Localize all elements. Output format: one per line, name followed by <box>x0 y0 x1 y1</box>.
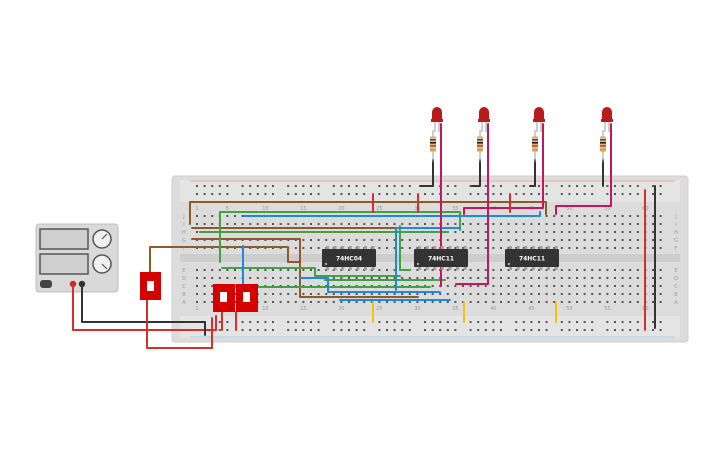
switch-2[interactable] <box>213 284 235 312</box>
row-letter: J <box>182 214 184 220</box>
row-letter: H <box>674 230 678 236</box>
wire-black-led2[interactable] <box>471 159 481 187</box>
row-letter: G <box>674 238 678 244</box>
row-letter: E <box>674 268 677 274</box>
row-letter: D <box>674 276 678 282</box>
row-letter: C <box>674 284 678 290</box>
chip-pins <box>326 246 558 270</box>
row-letter: J <box>674 214 676 220</box>
column-number: 20 <box>338 306 344 312</box>
row-letter: C <box>182 284 186 290</box>
row-letter: F <box>675 246 678 252</box>
column-number: 25 <box>376 206 382 212</box>
column-number: 55 <box>604 206 610 212</box>
power-supply[interactable] <box>35 223 119 293</box>
column-number: 40 <box>490 306 496 312</box>
wire-black-led1[interactable] <box>419 159 434 187</box>
row-letter: I <box>675 222 676 228</box>
row-letter: G <box>182 238 186 244</box>
leds <box>430 107 613 162</box>
switch-1[interactable] <box>140 272 161 300</box>
column-number: 25 <box>376 306 382 312</box>
wire-brown-1[interactable] <box>189 201 547 225</box>
supply-display-top <box>39 228 89 250</box>
breadboard-top-rail <box>180 180 680 202</box>
row-letter: A <box>182 300 186 306</box>
breadboard-bottom-rail <box>180 316 680 338</box>
wire-blue-5[interactable] <box>395 227 461 291</box>
chip-label: 74HC11 <box>519 256 545 263</box>
resistor[interactable] <box>532 130 538 162</box>
led-1[interactable] <box>431 107 443 132</box>
column-number: 55 <box>604 306 610 312</box>
wire-green-3[interactable] <box>221 267 401 277</box>
column-number: 50 <box>566 306 572 312</box>
supply-power-switch[interactable] <box>40 280 52 288</box>
column-number: 10 <box>262 206 268 212</box>
column-number: 35 <box>452 306 458 312</box>
wire-black-led3[interactable] <box>529 159 536 187</box>
row-letter: I <box>183 222 184 228</box>
row-letter: H <box>182 230 186 236</box>
column-number: 5 <box>226 206 229 212</box>
led-3[interactable] <box>533 107 545 132</box>
chip-74hc11-a[interactable]: 74HC11 <box>414 249 468 267</box>
wire-pink-led3[interactable] <box>463 123 544 215</box>
supply-display-bottom <box>39 253 89 275</box>
column-number: 35 <box>452 206 458 212</box>
wires <box>72 123 656 349</box>
resistor[interactable] <box>600 130 606 162</box>
wire-brown-4[interactable] <box>149 246 301 273</box>
resistor[interactable] <box>430 130 436 162</box>
wire-green-1[interactable] <box>219 211 461 263</box>
column-number: 30 <box>414 306 420 312</box>
column-number: 1 <box>195 206 198 212</box>
column-number: 50 <box>566 206 572 212</box>
chip-label: 74HC11 <box>428 256 454 263</box>
led-4[interactable] <box>601 107 613 132</box>
row-letter: B <box>674 292 678 298</box>
row-letter: A <box>674 300 678 306</box>
row-letter: E <box>182 268 185 274</box>
column-number: 15 <box>300 206 306 212</box>
chip-label: 74HC04 <box>336 256 362 263</box>
resistor[interactable] <box>477 130 483 162</box>
row-letter: B <box>182 292 186 298</box>
column-number: 1 <box>195 306 198 312</box>
led-2[interactable] <box>478 107 490 132</box>
row-letter: F <box>183 246 186 252</box>
column-number: 45 <box>528 306 534 312</box>
column-number: 10 <box>262 306 268 312</box>
chip-74hc04[interactable]: 74HC04 <box>322 249 376 267</box>
row-letter: D <box>182 276 186 282</box>
wire-pink-led2[interactable] <box>455 123 489 285</box>
wire-pink-led4[interactable] <box>555 123 612 215</box>
chip-74hc11-b[interactable]: 74HC11 <box>505 249 559 267</box>
column-number: 20 <box>338 206 344 212</box>
wire-supply-negative[interactable] <box>81 283 206 336</box>
column-number: 15 <box>300 306 306 312</box>
wire-supply-positive[interactable] <box>72 283 217 331</box>
switch-3[interactable] <box>236 284 258 312</box>
wire-blue-3[interactable] <box>299 277 441 293</box>
wire-green-6[interactable] <box>399 225 411 271</box>
wire-blue-1[interactable] <box>243 211 541 217</box>
wire-switch1-loop[interactable] <box>146 299 213 349</box>
